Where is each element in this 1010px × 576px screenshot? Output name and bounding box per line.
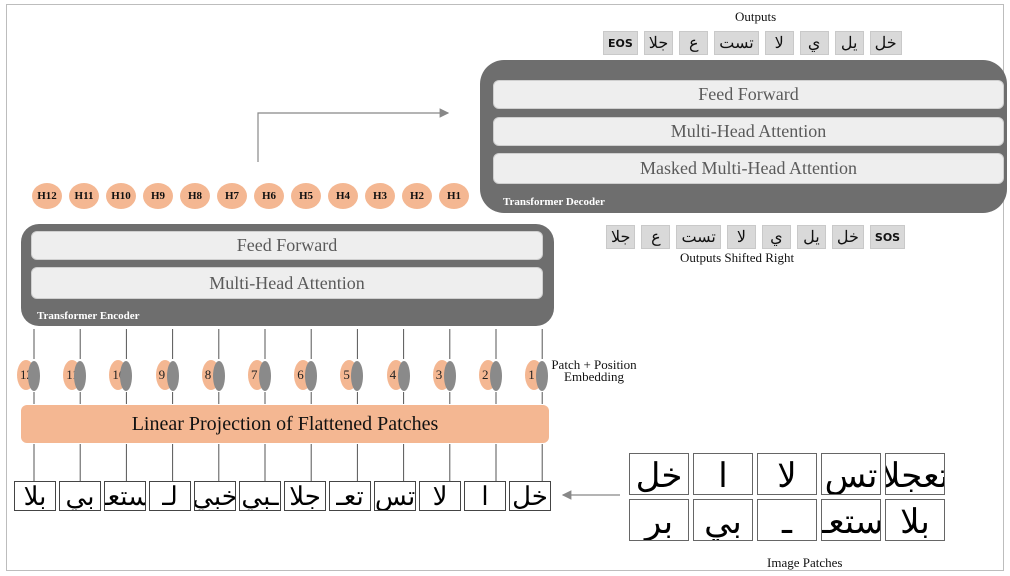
image-patch: ـ bbox=[757, 499, 817, 541]
attention-head-h9: H9 bbox=[143, 183, 173, 209]
embedding-label-text: Patch + Position Embedding bbox=[551, 357, 637, 384]
image-patch: تعجلا bbox=[885, 453, 945, 495]
attention-head-h11: H11 bbox=[69, 183, 99, 209]
attention-head-h7: H7 bbox=[217, 183, 247, 209]
strip-patch: تس bbox=[374, 481, 416, 511]
outputs_shifted-token: تست bbox=[676, 225, 721, 249]
outputs-token: EOS bbox=[603, 31, 638, 55]
position-embedding bbox=[536, 361, 549, 391]
encoder-multi-head-attention: Multi-Head Attention bbox=[31, 267, 543, 299]
patch-embedding-8: 8 bbox=[201, 360, 228, 391]
outputs-label: Outputs bbox=[735, 9, 777, 24]
decoder-masked-multi-head-attention: Masked Multi-Head Attention bbox=[493, 153, 1004, 184]
strip-patch: لا bbox=[419, 481, 461, 511]
outputs-token: جلا bbox=[643, 31, 674, 55]
outputs_shifted-token: لا bbox=[726, 225, 756, 249]
outputs_shifted-token: SOS bbox=[869, 225, 906, 249]
image-patch: ستعـ bbox=[821, 499, 881, 541]
transformer-encoder: Feed Forward Multi-Head Attention Transf… bbox=[21, 224, 554, 326]
strip-patch: ـبي bbox=[239, 481, 281, 511]
image-patch: لا bbox=[757, 453, 817, 495]
attention-head-h3: H3 bbox=[365, 183, 395, 209]
patch-embedding-3: 3 bbox=[432, 360, 459, 391]
strip-patch: خل bbox=[509, 481, 551, 511]
attention-head-h4: H4 bbox=[328, 183, 358, 209]
image-patch: خل bbox=[629, 453, 689, 495]
image-patch: بي bbox=[693, 499, 753, 541]
strip-patch: خبي bbox=[194, 481, 236, 511]
strip-patch: ستعـ bbox=[104, 481, 146, 511]
attention-head-h6: H6 bbox=[254, 183, 284, 209]
linear-projection: Linear Projection of Flattened Patches bbox=[21, 405, 549, 443]
patch-embedding-2: 2 bbox=[479, 360, 505, 391]
outputs-token: ع bbox=[679, 31, 709, 55]
figure-frame bbox=[6, 4, 1004, 571]
outputs-token: يل bbox=[834, 31, 864, 55]
patch-embedding-9: 9 bbox=[155, 360, 182, 391]
flattened-patch-strip: بلابيستعـلـخبيـبيجلاتعـتسلااخل bbox=[14, 481, 554, 511]
decoder-multi-head-attention: Multi-Head Attention bbox=[493, 117, 1004, 146]
outputs-token: ي bbox=[799, 31, 829, 55]
encoder-title: Transformer Encoder bbox=[37, 310, 140, 322]
decoder-feed-forward: Feed Forward bbox=[493, 80, 1004, 109]
patch-embedding-4: 4 bbox=[386, 360, 413, 391]
outputs_shifted-token: جلا bbox=[606, 225, 636, 249]
strip-patch: بلا bbox=[14, 481, 56, 511]
attention-head-h1: H1 bbox=[439, 183, 469, 209]
attention-head-h2: H2 bbox=[402, 183, 432, 209]
patch-embedding-11: 11 bbox=[63, 360, 89, 391]
encoder-feed-forward: Feed Forward bbox=[31, 231, 543, 260]
strip-patch: ا bbox=[464, 481, 506, 511]
patch-embedding-5: 5 bbox=[340, 360, 366, 391]
position-embedding bbox=[166, 361, 179, 391]
attention-head-h5: H5 bbox=[291, 183, 321, 209]
image-patch: تس bbox=[821, 453, 881, 495]
attention-head-h8: H8 bbox=[180, 183, 210, 209]
image-patch: بر bbox=[629, 499, 689, 541]
patch-embedding-1: 1 bbox=[525, 360, 551, 391]
outputs_shifted-token: خل bbox=[831, 225, 864, 249]
position-embedding bbox=[490, 361, 502, 391]
attention-head-h12: H12 bbox=[32, 183, 62, 209]
outputs_shifted-token: ي bbox=[761, 225, 791, 249]
position-embedding bbox=[28, 361, 40, 391]
outputs-token: خل bbox=[869, 31, 902, 55]
position-embedding bbox=[443, 361, 456, 391]
outputs-shifted-label: Outputs Shifted Right bbox=[680, 250, 795, 265]
position-embedding bbox=[351, 361, 364, 391]
patch-embedding-7: 7 bbox=[248, 360, 274, 391]
image-patch: بلا bbox=[885, 499, 945, 541]
outputs-token: تست bbox=[714, 31, 759, 55]
position-embedding bbox=[74, 361, 87, 391]
position-embedding bbox=[305, 361, 318, 391]
position-embedding bbox=[120, 361, 133, 391]
image-patches-label: Image Patches bbox=[767, 555, 843, 570]
strip-patch: جلا bbox=[284, 481, 326, 511]
outputs_shifted-token: ع bbox=[641, 225, 671, 249]
patch-embedding-12: 12 bbox=[17, 360, 43, 391]
patch-embedding-10: 10 bbox=[109, 360, 135, 391]
embedding-label: Patch + Position Embedding bbox=[549, 357, 639, 384]
position-embedding bbox=[397, 361, 410, 391]
encoder-to-decoder-arrow bbox=[257, 108, 450, 162]
strip-patch: بي bbox=[59, 481, 101, 511]
decoder-title: Transformer Decoder bbox=[503, 196, 605, 208]
strip-patch: تعـ bbox=[329, 481, 371, 511]
position-embedding bbox=[212, 361, 225, 391]
position-embedding bbox=[259, 361, 271, 391]
strip-patch: لـ bbox=[149, 481, 191, 511]
outputs_shifted-token: يل bbox=[796, 225, 826, 249]
image-patch: ا bbox=[693, 453, 753, 495]
patch-embedding-6: 6 bbox=[294, 360, 320, 391]
transformer-decoder: Feed Forward Multi-Head Attention Masked… bbox=[480, 60, 1007, 213]
attention-head-h10: H10 bbox=[106, 183, 136, 209]
outputs-token: لا bbox=[764, 31, 794, 55]
